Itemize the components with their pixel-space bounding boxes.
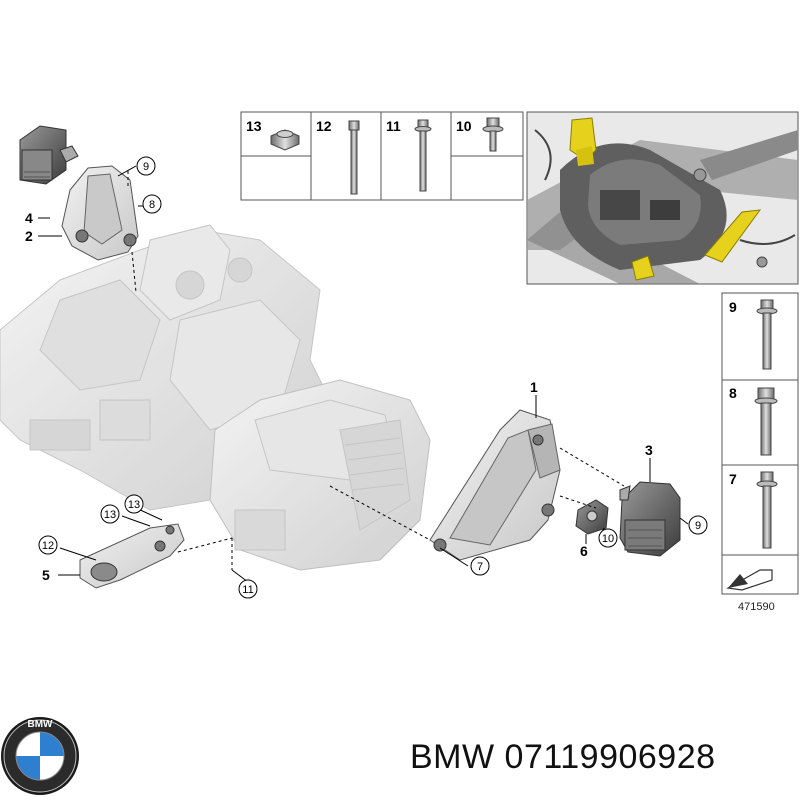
svg-text:9: 9 [143,161,149,173]
mount-part-6 [575,499,609,535]
svg-text:8: 8 [149,199,155,211]
mount-part-5 [79,523,185,589]
arrow-icon [726,569,773,591]
flange-nut-icon [270,129,300,151]
svg-text:13: 13 [128,499,140,511]
short-flange-bolt-icon [482,117,504,152]
flange-bolt-icon [756,299,778,370]
hex-bolt-icon [754,387,778,456]
flange-bolt-long-icon [756,471,778,549]
svg-text:9: 9 [695,520,701,532]
bracket-part-1 [429,409,561,561]
long-flange-bolt-icon [414,119,432,192]
callout-11: 11 [238,579,258,599]
svg-text:11: 11 [242,584,253,596]
parts-table-right: 9 8 7 471590 [721,292,799,613]
parts-table-top: 13 12 11 10 [240,111,524,201]
product-title: BMW 07119906928 [410,738,716,777]
brand-name: BMW [410,738,495,776]
label-6: 6 [580,543,588,559]
label-4: 4 [25,210,33,226]
callout-8: 8 [142,194,162,214]
table-label-9: 9 [729,299,737,315]
mount-part-4 [19,125,79,185]
svg-text:12: 12 [42,540,54,552]
callout-12: 12 [38,535,58,555]
svg-text:13: 13 [104,509,116,521]
inset-installation-view [526,111,799,285]
callout-9-right: 9 [688,515,708,535]
table-label-7: 7 [729,471,737,487]
svg-text:7: 7 [477,561,483,573]
table-label-12: 12 [316,118,332,134]
callout-9-top: 9 [136,156,156,176]
table-label-13: 13 [246,118,262,134]
callout-7: 7 [470,556,490,576]
engine-illustration [0,224,431,571]
label-2: 2 [25,228,33,244]
table-label-10: 10 [456,118,472,134]
table-label-8: 8 [729,385,737,401]
label-3: 3 [645,442,653,458]
svg-text:10: 10 [602,533,614,545]
diagram-id: 471590 [738,601,775,613]
callout-13-a: 13 [124,494,144,514]
label-1: 1 [530,379,538,395]
bracket-part-2 [61,165,139,261]
callout-13-b: 13 [100,504,120,524]
mount-part-3 [619,481,681,557]
bmw-logo: BMW [1,717,79,795]
label-5: 5 [42,567,50,583]
svg-text:BMW: BMW [28,719,54,730]
long-hex-bolt-icon [348,120,360,195]
table-label-11: 11 [386,118,401,134]
part-number: 07119906928 [504,738,716,776]
callout-10: 10 [598,528,618,548]
